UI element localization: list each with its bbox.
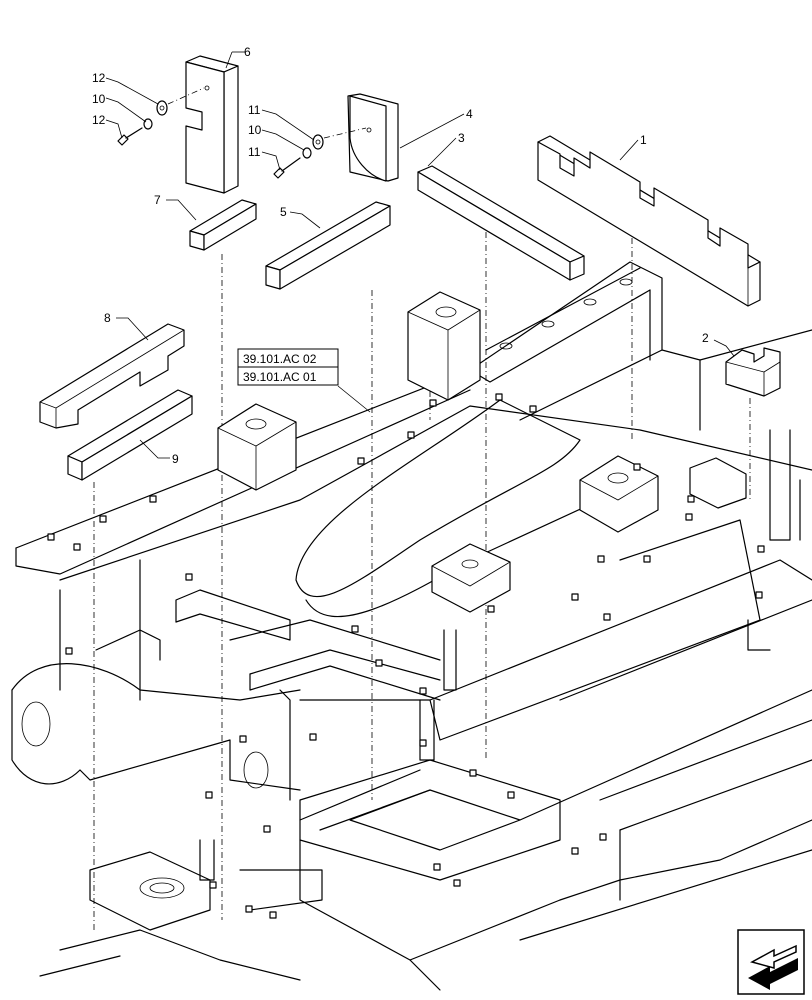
part-2-block — [725, 347, 781, 397]
leader-lines — [105, 51, 735, 459]
reference-boxes: 39.101.AC 02 39.101.AC 01 — [237, 348, 339, 386]
callout-12-b: 11 — [248, 145, 261, 159]
callout-6: 6 — [244, 45, 251, 59]
callout-5: 5 — [280, 205, 287, 219]
reference-39-101-ac-01[interactable]: 39.101.AC 01 — [243, 370, 317, 384]
part-5-bar — [265, 201, 391, 290]
callout-12-a: 12 — [92, 113, 106, 127]
callout-labels: 6 12 10 12 11 10 11 4 3 1 2 7 5 8 9 — [92, 45, 709, 466]
callout-10-b: 10 — [248, 123, 262, 137]
callout-2: 2 — [702, 331, 709, 345]
hardware-group-b — [273, 127, 367, 179]
part-3-bar — [417, 165, 585, 281]
part-8-block — [39, 323, 185, 429]
callout-1: 1 — [640, 133, 647, 147]
part-7-block — [189, 199, 257, 251]
callout-3: 3 — [458, 131, 465, 145]
chassis-frame — [11, 261, 812, 991]
callout-11-b: 11 — [248, 103, 261, 117]
reference-39-101-ac-02[interactable]: 39.101.AC 02 — [243, 352, 317, 366]
callout-7: 7 — [154, 193, 161, 207]
callout-8: 8 — [104, 311, 111, 325]
part-4-bracket — [347, 93, 399, 182]
callout-11-a: 12 — [92, 71, 106, 85]
callout-9: 9 — [172, 452, 179, 466]
arrow-next-page-icon[interactable] — [737, 929, 805, 995]
callout-10-a: 10 — [92, 92, 106, 106]
callout-4: 4 — [466, 107, 473, 121]
part-9-bar — [67, 389, 193, 481]
part-6-block — [185, 55, 239, 194]
part-1-block — [537, 135, 761, 307]
frame-studs — [47, 393, 765, 919]
